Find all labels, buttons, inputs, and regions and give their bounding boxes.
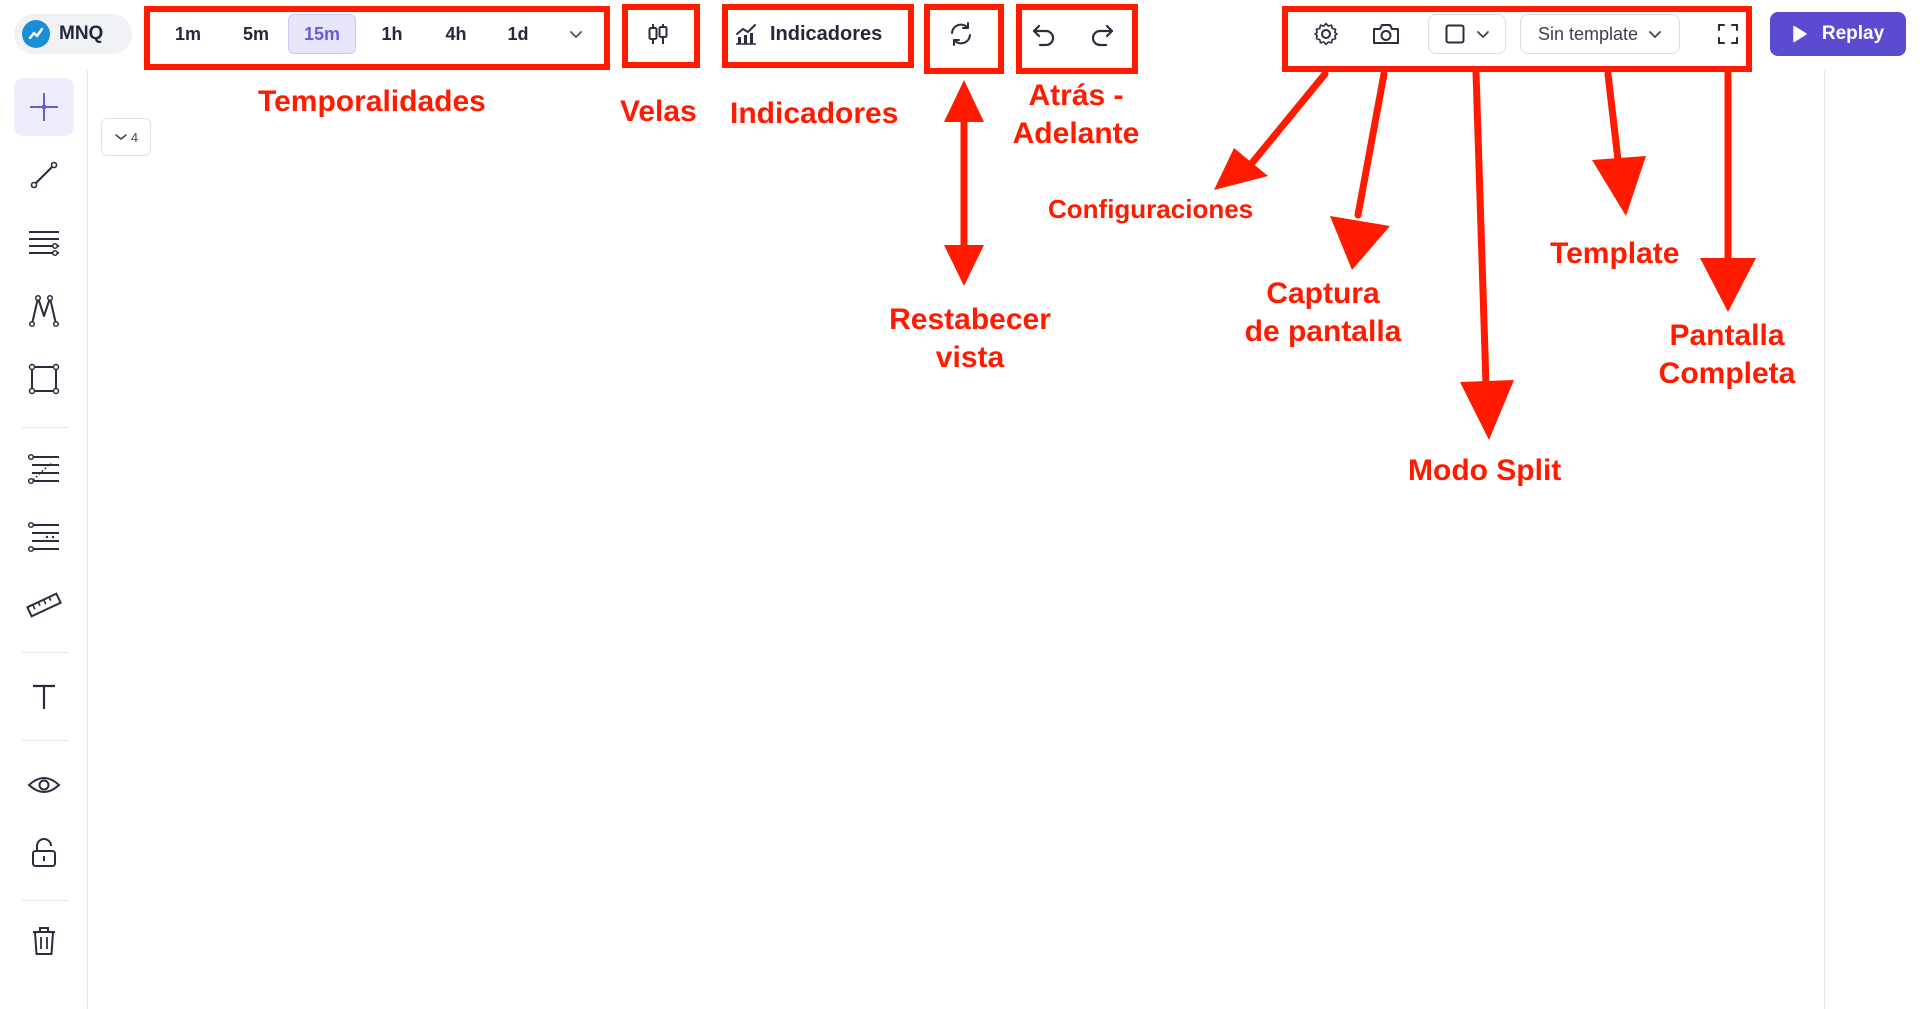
text-tool[interactable] — [14, 668, 74, 726]
annotation-modo-split: Modo Split — [1408, 454, 1562, 487]
fibonacci-tool[interactable] — [14, 440, 74, 498]
horizontal-lines-icon — [29, 231, 59, 257]
ruler-tool[interactable] — [14, 576, 74, 634]
undo-icon — [1032, 24, 1055, 47]
annotation-pantalla-completa: Pantalla Completa — [1607, 317, 1847, 393]
chart-canvas[interactable] — [88, 70, 1824, 1009]
symbol-selector[interactable]: MNQ — [14, 14, 132, 54]
chevron-down-icon — [115, 134, 127, 140]
toolbar-divider — [22, 900, 68, 901]
annotation-temporalidades: Temporalidades — [258, 85, 486, 118]
drawing-toolbar — [0, 70, 88, 1009]
highlight-timeframes — [144, 6, 610, 70]
split-mode-button[interactable] — [1428, 14, 1506, 54]
pattern-tool[interactable] — [14, 282, 74, 340]
annotation-captura-pantalla: Captura de pantalla — [1203, 275, 1443, 351]
annotation-indicadores: Indicadores — [730, 97, 899, 130]
fib-extension-icon — [27, 521, 59, 553]
camera-icon — [1373, 24, 1399, 44]
top-toolbar: MNQ 1m 5m 15m 1h 4h 1d — [0, 0, 1920, 70]
chevron-down-icon — [1477, 31, 1489, 39]
annotation-line: Restabecer — [889, 303, 1051, 336]
annotation-atras-adelante: Atrás - Adelante — [956, 77, 1196, 153]
rectangle-icon — [28, 363, 60, 395]
reset-view-button[interactable] — [940, 14, 982, 54]
highlight-indicators — [722, 4, 914, 68]
collapse-count: 4 — [130, 129, 139, 145]
highlight-undo-redo — [1016, 4, 1138, 74]
pattern-icon — [28, 294, 60, 328]
square-layout-icon — [1445, 24, 1465, 44]
annotation-line: Adelante — [1012, 117, 1140, 150]
trend-line-icon — [30, 161, 58, 189]
annotation-line: vista — [935, 341, 1005, 374]
indicators-chart-icon — [736, 24, 756, 45]
redo-button[interactable] — [1082, 14, 1122, 54]
crosshair-icon — [30, 93, 58, 121]
timeframe-1h[interactable]: 1h — [381, 23, 403, 44]
annotation-line: Atrás - — [1028, 79, 1124, 112]
annotation-line: Completa — [1658, 357, 1796, 390]
eye-icon — [27, 777, 61, 793]
toolbar-divider — [22, 427, 68, 428]
delete-tool[interactable] — [14, 912, 74, 970]
highlight-right-controls — [1282, 6, 1752, 72]
visibility-tool[interactable] — [14, 756, 74, 814]
chevron-down-icon — [1649, 31, 1661, 39]
settings-button[interactable] — [1306, 14, 1346, 54]
gear-icon — [1314, 22, 1338, 46]
toolbar-divider — [22, 740, 68, 741]
symbol-label: MNQ — [59, 23, 104, 44]
candlestick-icon — [648, 24, 668, 44]
screenshot-button[interactable] — [1366, 14, 1406, 54]
play-icon — [1793, 25, 1807, 43]
symbol-logo-icon — [22, 20, 50, 48]
template-selector[interactable]: Sin template — [1520, 14, 1680, 54]
timeframe-1d[interactable]: 1d — [507, 23, 529, 44]
refresh-icon — [951, 22, 971, 46]
price-axis[interactable] — [1824, 70, 1920, 1009]
template-label: Sin template — [1537, 23, 1639, 44]
annotation-line: de pantalla — [1244, 315, 1402, 348]
annotation-restablecer-vista: Restabecer vista — [850, 301, 1090, 377]
annotation-velas: Velas — [620, 95, 697, 128]
toolbar-divider — [22, 652, 68, 653]
indicators-label: Indicadores — [770, 22, 883, 45]
replay-label: Replay — [1821, 23, 1885, 44]
timeframe-15m[interactable]: 15m — [288, 14, 356, 54]
annotation-line: Captura — [1266, 277, 1380, 310]
annotation-template: Template — [1550, 237, 1680, 270]
ruler-icon — [26, 592, 62, 618]
timeframe-5m[interactable]: 5m — [242, 23, 269, 44]
highlight-candles — [622, 4, 700, 68]
trend-line-tool[interactable] — [14, 146, 74, 204]
crosshair-tool[interactable] — [14, 78, 74, 136]
annotation-configuraciones: Configuraciones — [1048, 194, 1254, 224]
timeframe-1m[interactable]: 1m — [174, 23, 201, 44]
candles-button[interactable] — [638, 14, 678, 54]
horizontal-lines-tool[interactable] — [14, 214, 74, 272]
undo-button[interactable] — [1024, 14, 1064, 54]
annotation-line: Pantalla — [1669, 319, 1785, 352]
highlight-reset-view — [924, 4, 1004, 74]
indicator-collapse-chip[interactable]: 4 — [101, 118, 151, 156]
lock-tool[interactable] — [14, 824, 74, 882]
redo-icon — [1091, 24, 1114, 47]
timeframe-4h[interactable]: 4h — [445, 23, 467, 44]
fibonacci-icon — [27, 453, 59, 485]
text-icon — [33, 684, 55, 709]
timeframe-more-chevron-icon[interactable] — [556, 14, 596, 54]
trash-icon — [33, 927, 55, 955]
rectangle-tool[interactable] — [14, 350, 74, 408]
replay-button[interactable]: Replay — [1770, 12, 1906, 56]
fullscreen-button[interactable] — [1708, 14, 1748, 54]
indicators-button[interactable]: Indicadores — [734, 14, 882, 54]
unlock-icon — [32, 838, 56, 867]
fullscreen-icon — [1718, 24, 1738, 44]
fib-extension-tool[interactable] — [14, 508, 74, 566]
